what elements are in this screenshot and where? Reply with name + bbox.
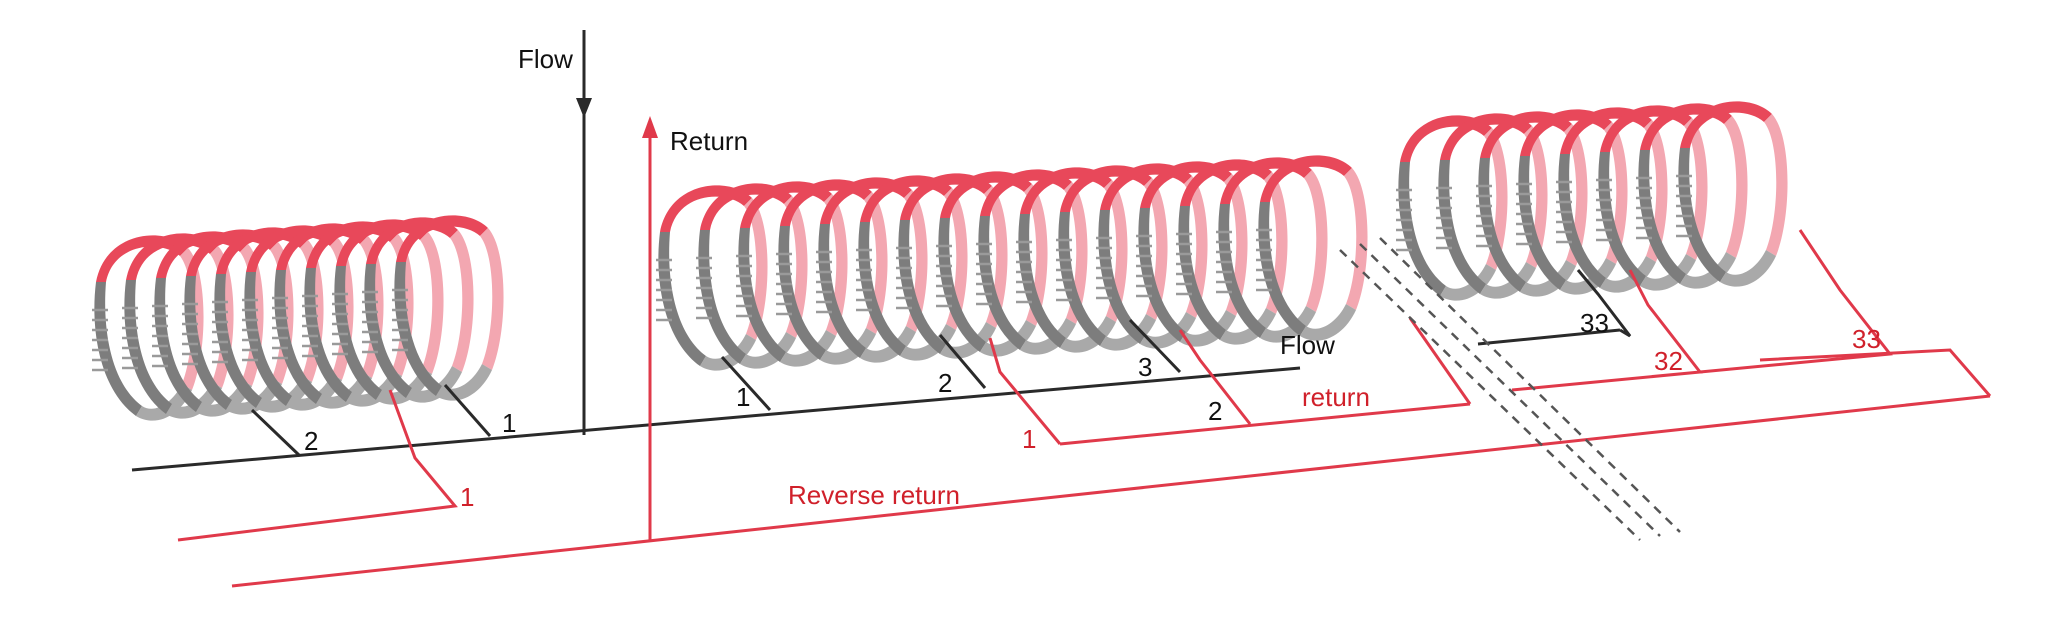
coil-bank-left <box>90 214 505 422</box>
return-label-mid: return <box>1302 382 1370 412</box>
branch-number-right-flow-33: 33 <box>1580 308 1609 338</box>
branch-number-mid-flow-3: 3 <box>1138 352 1152 382</box>
branch-number-mid-flow-1: 1 <box>736 382 750 412</box>
branch-number-right-return-32: 32 <box>1654 346 1683 376</box>
return-pipe <box>177 130 1992 588</box>
return-arrow-icon <box>642 116 658 138</box>
reverse-return-label: Reverse return <box>788 480 960 510</box>
branch-number-right-return-33: 33 <box>1852 324 1881 354</box>
branch-number-mid-return-1: 1 <box>1022 424 1036 454</box>
coil-bank-middle <box>654 154 1369 372</box>
return-label-top: Return <box>670 126 748 156</box>
coil-bank-right <box>1394 100 1789 302</box>
flow-label-top: Flow <box>518 44 573 74</box>
branch-number-left-return-1: 1 <box>460 482 474 512</box>
branch-number-mid-flow-2: 2 <box>938 368 952 398</box>
branch-number-mid-return-2: 2 <box>1208 396 1222 426</box>
branch-number-left-flow-1: 1 <box>502 408 516 438</box>
branch-number-left-flow-2: 2 <box>304 426 318 456</box>
flow-arrow-icon <box>576 98 592 118</box>
flow-pipe <box>131 30 1632 472</box>
pipe-break-icon <box>1339 237 1681 541</box>
flow-label-mid: Flow <box>1280 330 1335 360</box>
